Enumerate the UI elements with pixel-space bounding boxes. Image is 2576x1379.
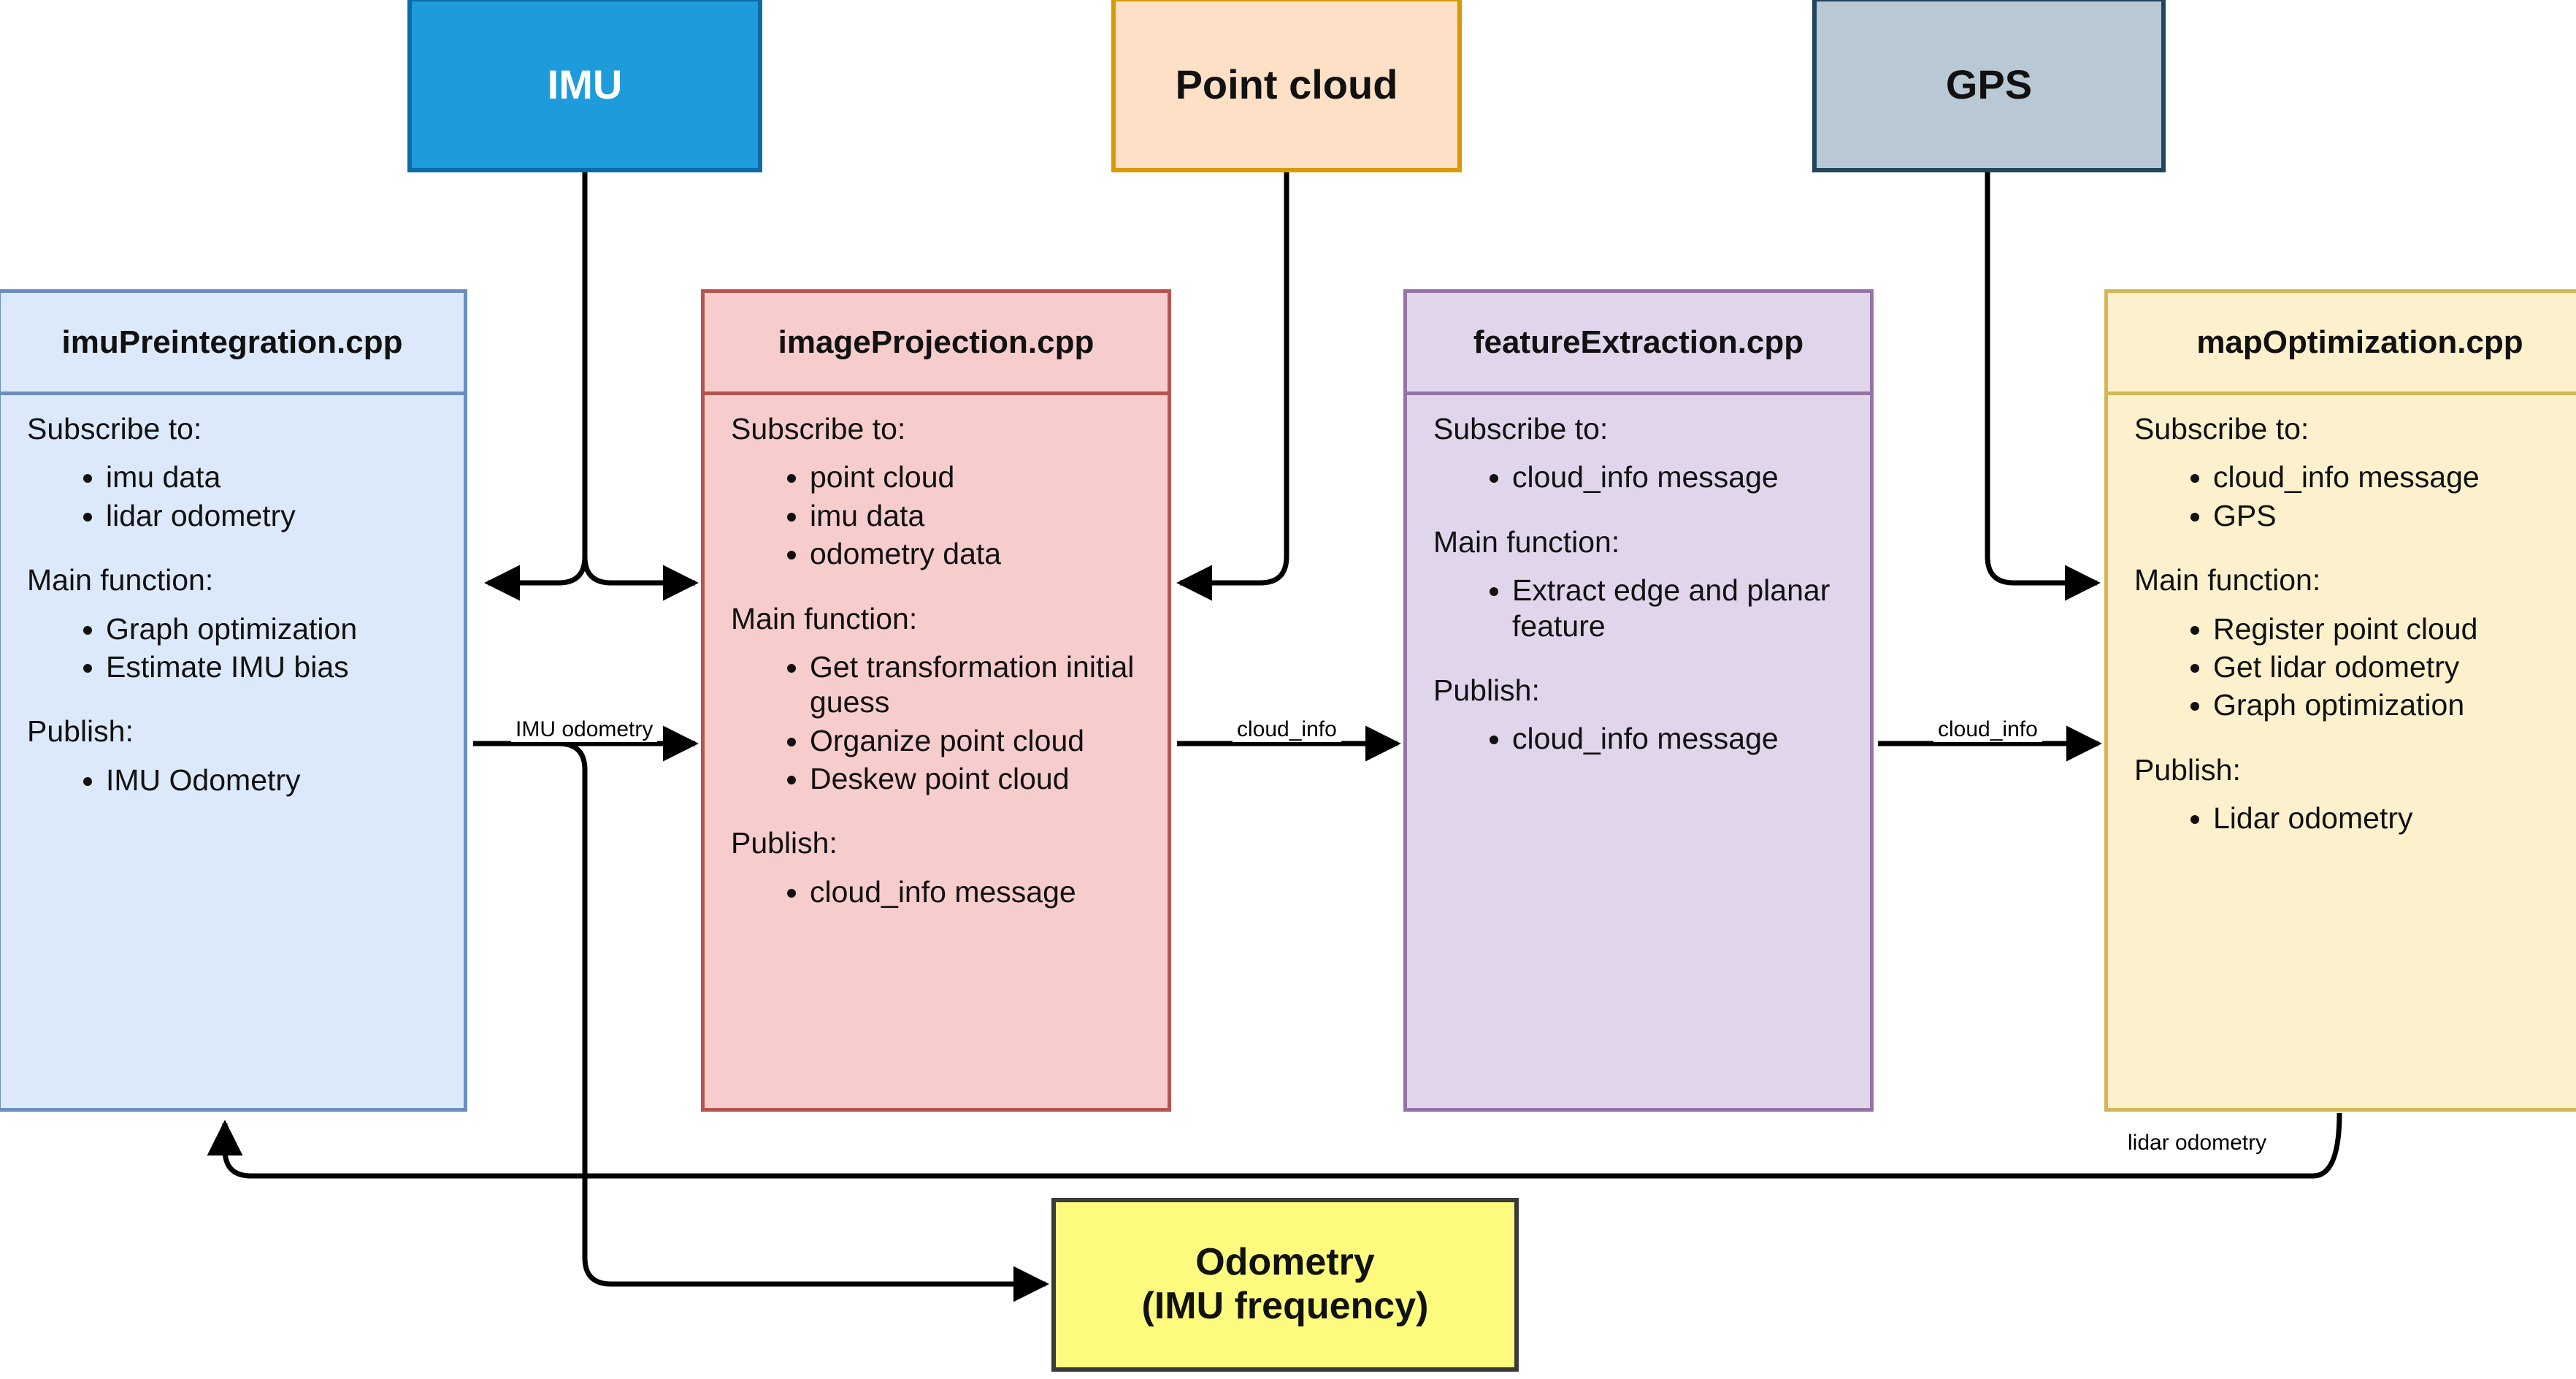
publish-label: Publish: bbox=[1433, 673, 1540, 707]
module-card-feature-extraction: featureExtraction.cpp Subscribe to: clou… bbox=[1403, 289, 1874, 1112]
publish-label: Publish: bbox=[731, 826, 837, 860]
module-title-imu-preintegration: imuPreintegration.cpp bbox=[1, 293, 464, 395]
list-item: Organize point cloud bbox=[810, 723, 1146, 758]
publish-label: Publish: bbox=[27, 714, 134, 749]
list-item: Lidar odometry bbox=[2213, 801, 2576, 836]
module-title-map-optimization: mapOptimization.cpp bbox=[2108, 293, 2576, 395]
edge-imu-to-imageprojection bbox=[582, 556, 699, 601]
publish-list: IMU Odometry bbox=[27, 763, 442, 798]
main-function-label: Main function: bbox=[2134, 563, 2321, 597]
list-item: odometry data bbox=[810, 536, 1146, 571]
edge-pointcloud-to-imageprojection bbox=[1176, 172, 1289, 601]
list-item: GPS bbox=[2213, 498, 2576, 533]
subscribe-label: Subscribe to: bbox=[1433, 412, 1609, 446]
subscribe-list: cloud_info message bbox=[1433, 459, 1848, 494]
main-function-label: Main function: bbox=[1433, 524, 1620, 559]
list-item: Get transformation initial guess bbox=[810, 649, 1146, 720]
edge-label-lidar-odometry: lidar odometry bbox=[2123, 1131, 2272, 1155]
edge-gps-to-mapoptimization bbox=[1985, 172, 2101, 601]
subscribe-label: Subscribe to: bbox=[27, 412, 202, 446]
module-card-map-optimization: mapOptimization.cpp Subscribe to: cloud_… bbox=[2104, 289, 2576, 1112]
list-item: Estimate IMU bias bbox=[106, 649, 442, 684]
list-item: imu data bbox=[106, 459, 442, 494]
edge-label-imu-odometry: IMU odometry bbox=[511, 717, 658, 742]
list-item: Extract edge and planar feature bbox=[1512, 573, 1848, 643]
main-function-label: Main function: bbox=[27, 563, 214, 597]
list-item: cloud_info message bbox=[1512, 459, 1848, 494]
main-function-list: Register point cloud Get lidar odometry … bbox=[2134, 611, 2576, 723]
module-title-feature-extraction: featureExtraction.cpp bbox=[1407, 293, 1870, 395]
odometry-sink-label: Odometry (IMU frequency) bbox=[1142, 1241, 1429, 1329]
main-function-label: Main function: bbox=[731, 601, 918, 635]
imu-source-box: IMU bbox=[407, 0, 762, 172]
edge-imu-to-imupreintegration bbox=[484, 556, 588, 601]
edge-mapoptimization-to-imupreintegration bbox=[207, 1112, 2342, 1179]
module-body-image-projection: Subscribe to: point cloud imu data odome… bbox=[705, 395, 1168, 946]
subscribe-label: Subscribe to: bbox=[731, 412, 906, 446]
list-item: IMU Odometry bbox=[106, 763, 442, 798]
publish-list: Lidar odometry bbox=[2134, 801, 2576, 836]
point-cloud-source-label: Point cloud bbox=[1175, 61, 1398, 107]
module-body-map-optimization: Subscribe to: cloud_info message GPS Mai… bbox=[2108, 395, 2576, 872]
list-item: Deskew point cloud bbox=[810, 761, 1146, 796]
odometry-sink-box: Odometry (IMU frequency) bbox=[1051, 1198, 1519, 1372]
module-title-image-projection: imageProjection.cpp bbox=[705, 293, 1168, 395]
list-item: cloud_info message bbox=[1512, 721, 1848, 756]
list-item: cloud_info message bbox=[810, 874, 1146, 909]
list-item: imu data bbox=[810, 498, 1146, 533]
module-card-imu-preintegration: imuPreintegration.cpp Subscribe to: imu … bbox=[0, 289, 467, 1112]
list-item: Graph optimization bbox=[2213, 687, 2576, 722]
edge-label-cloud-info-1: cloud_info bbox=[1233, 717, 1341, 742]
odometry-line-2: (IMU frequency) bbox=[1141, 1285, 1429, 1327]
list-item: Get lidar odometry bbox=[2213, 649, 2576, 684]
gps-source-box: GPS bbox=[1812, 0, 2166, 172]
module-body-feature-extraction: Subscribe to: cloud_info message Main fu… bbox=[1407, 395, 1870, 793]
subscribe-list: cloud_info message GPS bbox=[2134, 459, 2576, 533]
subscribe-label: Subscribe to: bbox=[2134, 412, 2309, 446]
module-card-image-projection: imageProjection.cpp Subscribe to: point … bbox=[701, 289, 1171, 1112]
edge-label-cloud-info-2: cloud_info bbox=[1933, 717, 2042, 742]
subscribe-list: point cloud imu data odometry data bbox=[731, 459, 1146, 571]
module-body-imu-preintegration: Subscribe to: imu data lidar odometry Ma… bbox=[1, 395, 464, 834]
list-item: point cloud bbox=[810, 459, 1146, 494]
main-function-list: Graph optimization Estimate IMU bias bbox=[27, 611, 442, 685]
imu-source-label: IMU bbox=[547, 61, 623, 107]
point-cloud-source-box: Point cloud bbox=[1111, 0, 1462, 172]
publish-label: Publish: bbox=[2134, 752, 2241, 787]
subscribe-list: imu data lidar odometry bbox=[27, 459, 442, 533]
main-function-list: Extract edge and planar feature bbox=[1433, 573, 1848, 643]
list-item: Register point cloud bbox=[2213, 611, 2576, 646]
publish-list: cloud_info message bbox=[1433, 721, 1848, 756]
odometry-line-1: Odometry bbox=[1195, 1241, 1375, 1284]
list-item: cloud_info message bbox=[2213, 459, 2576, 494]
gps-source-label: GPS bbox=[1945, 61, 2033, 107]
publish-list: cloud_info message bbox=[731, 874, 1146, 909]
main-function-list: Get transformation initial guess Organiz… bbox=[731, 649, 1146, 797]
list-item: lidar odometry bbox=[106, 498, 442, 533]
list-item: Graph optimization bbox=[106, 611, 442, 646]
